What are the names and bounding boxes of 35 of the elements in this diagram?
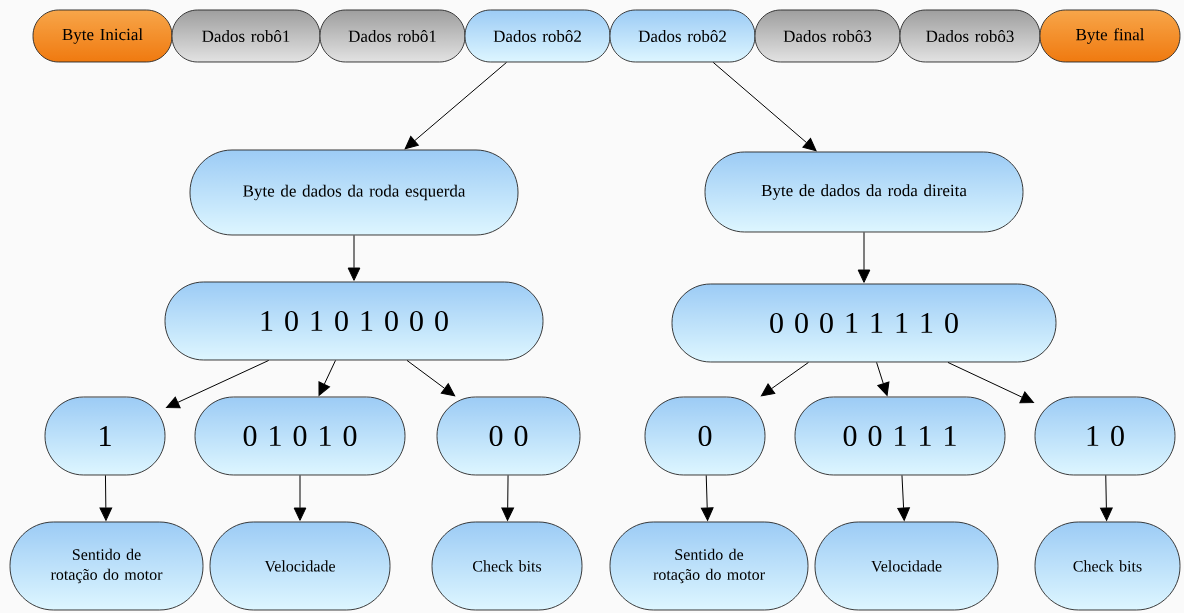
data-pill: Dados robô3: [899, 9, 1041, 63]
arrow: [318, 359, 336, 396]
arrow: [404, 61, 507, 150]
arrow: [760, 361, 809, 397]
arrow: [501, 474, 514, 521]
arrow: [1100, 474, 1113, 521]
arrow: [712, 61, 817, 152]
arrow: [166, 359, 270, 409]
data-pill: Dados robô3: [754, 9, 901, 63]
rounded-box: 0 0 1 1 1: [794, 396, 1006, 476]
data-pill: Dados robô1: [171, 9, 321, 63]
byte-pill: Byte Inicial: [32, 9, 173, 63]
rounded-box: 0 1 0 1 0: [194, 396, 406, 476]
rounded-box: Sentido de rotação do motor: [9, 521, 204, 611]
rounded-box: 1 0: [1034, 396, 1176, 476]
rounded-box: Velocidade: [209, 521, 391, 611]
arrow: [293, 474, 307, 521]
arrow: [857, 231, 871, 283]
data-pill: Dados robô2: [609, 9, 756, 63]
arrow: [897, 474, 910, 521]
rounded-box: 0 0 0 1 1 1 1 0: [671, 283, 1057, 363]
rounded-box: Sentido de rotação do motor: [609, 521, 809, 611]
arrow: [700, 474, 714, 521]
rounded-box: Byte de dados da roda direita: [704, 151, 1024, 233]
arrow: [347, 234, 361, 281]
rounded-box: Byte de dados da roda esquerda: [189, 149, 519, 236]
arrow: [406, 359, 456, 397]
rounded-box: Velocidade: [814, 521, 999, 611]
byte-pill: Byte final: [1039, 9, 1181, 63]
arrow: [876, 361, 890, 396]
rounded-box: 1 0 1 0 1 0 0 0: [164, 281, 544, 361]
data-pill: Dados robô2: [464, 9, 611, 63]
data-pill: Dados robô1: [319, 9, 466, 63]
arrow: [99, 474, 113, 521]
arrow: [947, 361, 1034, 404]
